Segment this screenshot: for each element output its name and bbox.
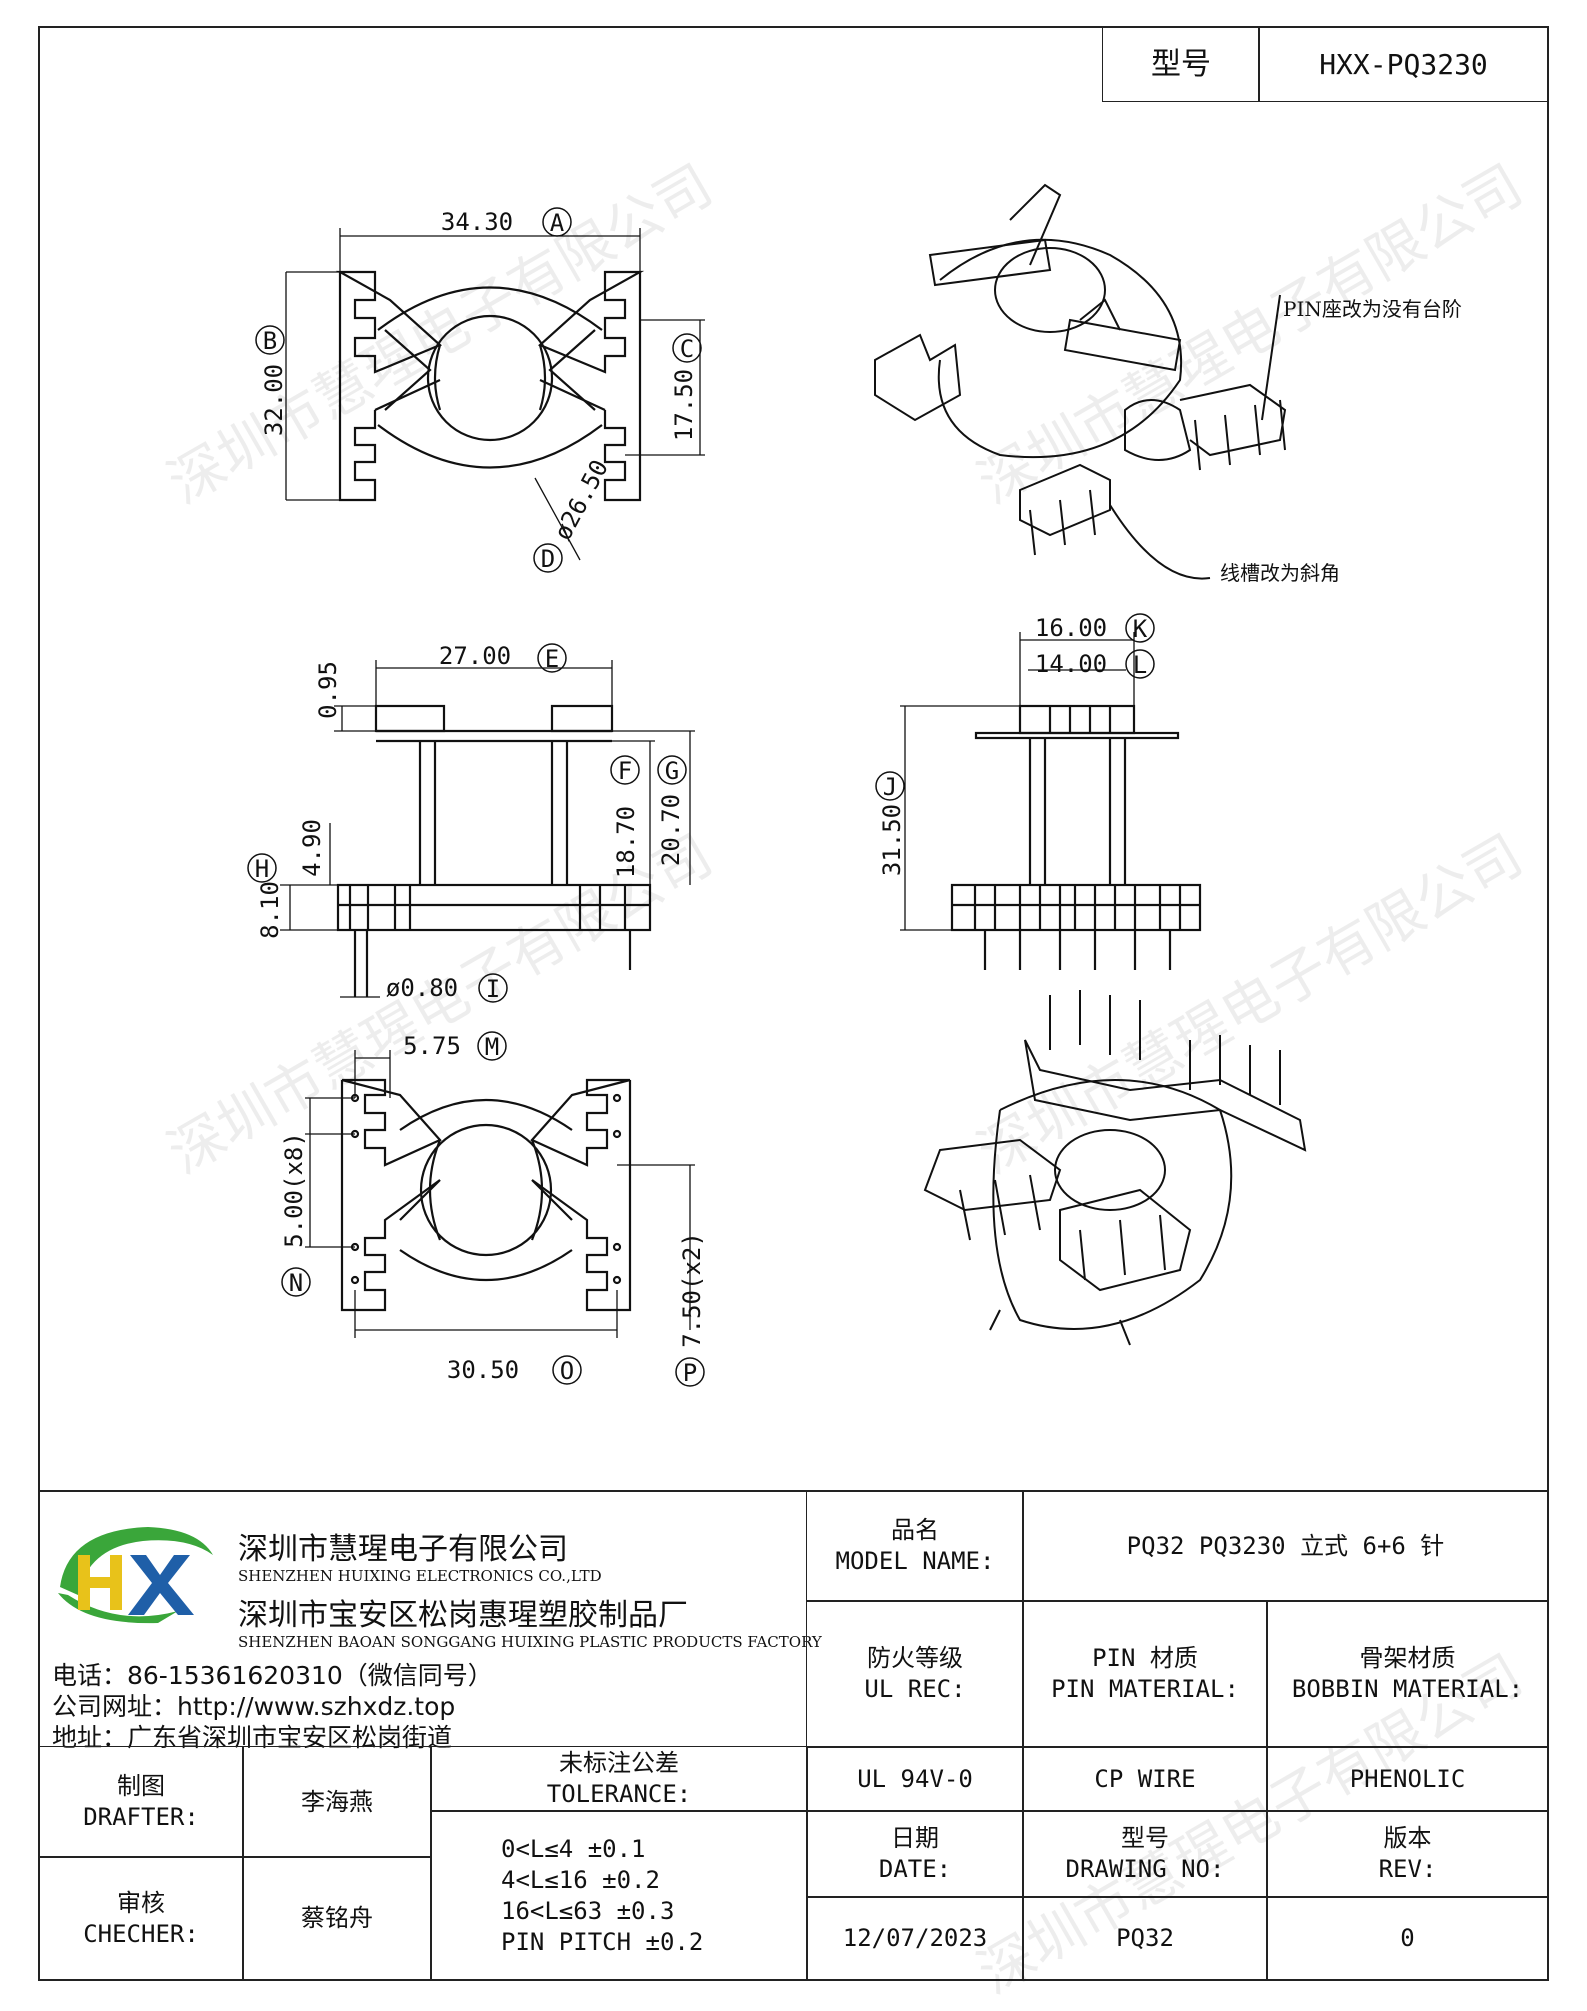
date-value: 12/07/2023 [806,1896,1024,1981]
dim-g: 20.70 [657,794,685,866]
iso-view-top [874,183,1287,580]
company-logo [58,1527,213,1624]
type-label: 型号 [1102,26,1260,102]
dim-m: 5.75 [403,1032,461,1060]
dim-e-small: 0.95 [314,661,342,719]
dim-p: 7.50(x2) [678,1232,706,1348]
dim-letter-o: O [560,1357,574,1385]
company-name-en: SHENZHEN HUIXING ELECTRONICS CO.,LTD [238,1567,602,1585]
company-website: 公司网址：http://www.szhxdz.top [52,1692,456,1721]
dim-letter-i: I [486,975,500,1003]
tolerance-line: 16<L≤63 ±0.3 [501,1896,675,1925]
company-name-cn: 深圳市慧瑆电子有限公司 [238,1532,568,1567]
dim-a: 34.30 [441,208,513,236]
dim-i: ø0.80 [386,974,458,1002]
tolerance-line: PIN PITCH ±0.2 [501,1927,704,1956]
dim-j: 31.50 [878,804,906,876]
fire-rating-value: UL 94V-0 [806,1746,1024,1812]
dim-letter-e: E [545,645,559,673]
title-block-top-line [38,1490,1549,1492]
checker-value: 蔡铭舟 [242,1856,432,1981]
front-view [336,704,652,997]
company-phone: 电话：86-15361620310（微信同号） [52,1661,493,1690]
model-name-label: 品名 MODEL NAME: [806,1490,1024,1602]
bobbin-material-value: PHENOLIC [1266,1746,1549,1812]
dim-n: 5.00(x8) [280,1132,308,1248]
dim-letter-n: N [289,1269,303,1297]
dim-letter-a: A [550,209,565,237]
dim-letter-j: J [883,773,897,801]
dim-f: 18.70 [612,806,640,878]
rev-value: 0 [1266,1896,1549,1981]
dim-letter-h: H [255,855,269,883]
company-address: 地址：广东省深圳市宝安区松岗街道 [52,1723,453,1752]
iso-view-bottom [923,990,1307,1346]
top-view [335,270,645,502]
dim-letter-l: L [1133,651,1147,679]
dim-c: 17.50 [670,369,698,441]
dim-letter-p: P [683,1359,697,1387]
tolerance-line: 0<L≤4 ±0.1 [501,1834,646,1863]
model-name-value: PQ32 PQ3230 立式 6+6 针 [1022,1490,1549,1602]
dim-letter-g: G [665,757,679,785]
dim-letter-d: D [541,545,555,573]
dim-h: 8.10 [256,881,284,939]
tolerance-line: 4<L≤16 ±0.2 [501,1865,660,1894]
drafter-value: 李海燕 [242,1746,432,1858]
factory-name-cn: 深圳市宝安区松岗惠瑆塑胶制品厂 [238,1598,688,1633]
annotation-pin-note: PIN座改为没有台阶 [1283,297,1462,321]
side-view [950,704,1202,970]
drawing-no-value: PQ32 [1022,1896,1268,1981]
bottom-view [340,1078,632,1312]
dim-letter-f: F [618,757,632,785]
tolerance-values: 0<L≤4 ±0.1 4<L≤16 ±0.2 16<L≤63 ±0.3 PIN … [430,1810,808,1981]
pin-material-value: CP WIRE [1022,1746,1268,1812]
dim-letter-k: K [1133,615,1148,643]
type-value: HXX-PQ3230 [1258,26,1549,102]
dim-l: 14.00 [1035,650,1107,678]
dim-h-small: 4.90 [298,819,326,877]
dim-b: 32.00 [260,364,288,436]
dim-o: 30.50 [447,1356,519,1384]
dim-k: 16.00 [1035,614,1107,642]
annotation-slot-note: 线槽改为斜角 [1220,561,1340,585]
bobbin-drawing: A B C D E F G H I K L J M N O P 34.30 32… [247,183,1462,1387]
dim-e: 27.00 [439,642,511,670]
factory-name-en: SHENZHEN BAOAN SONGGANG HUIXING PLASTIC … [238,1633,822,1651]
dim-letter-b: B [263,327,277,355]
dim-letter-m: M [485,1033,499,1061]
dim-letter-c: C [680,335,694,363]
